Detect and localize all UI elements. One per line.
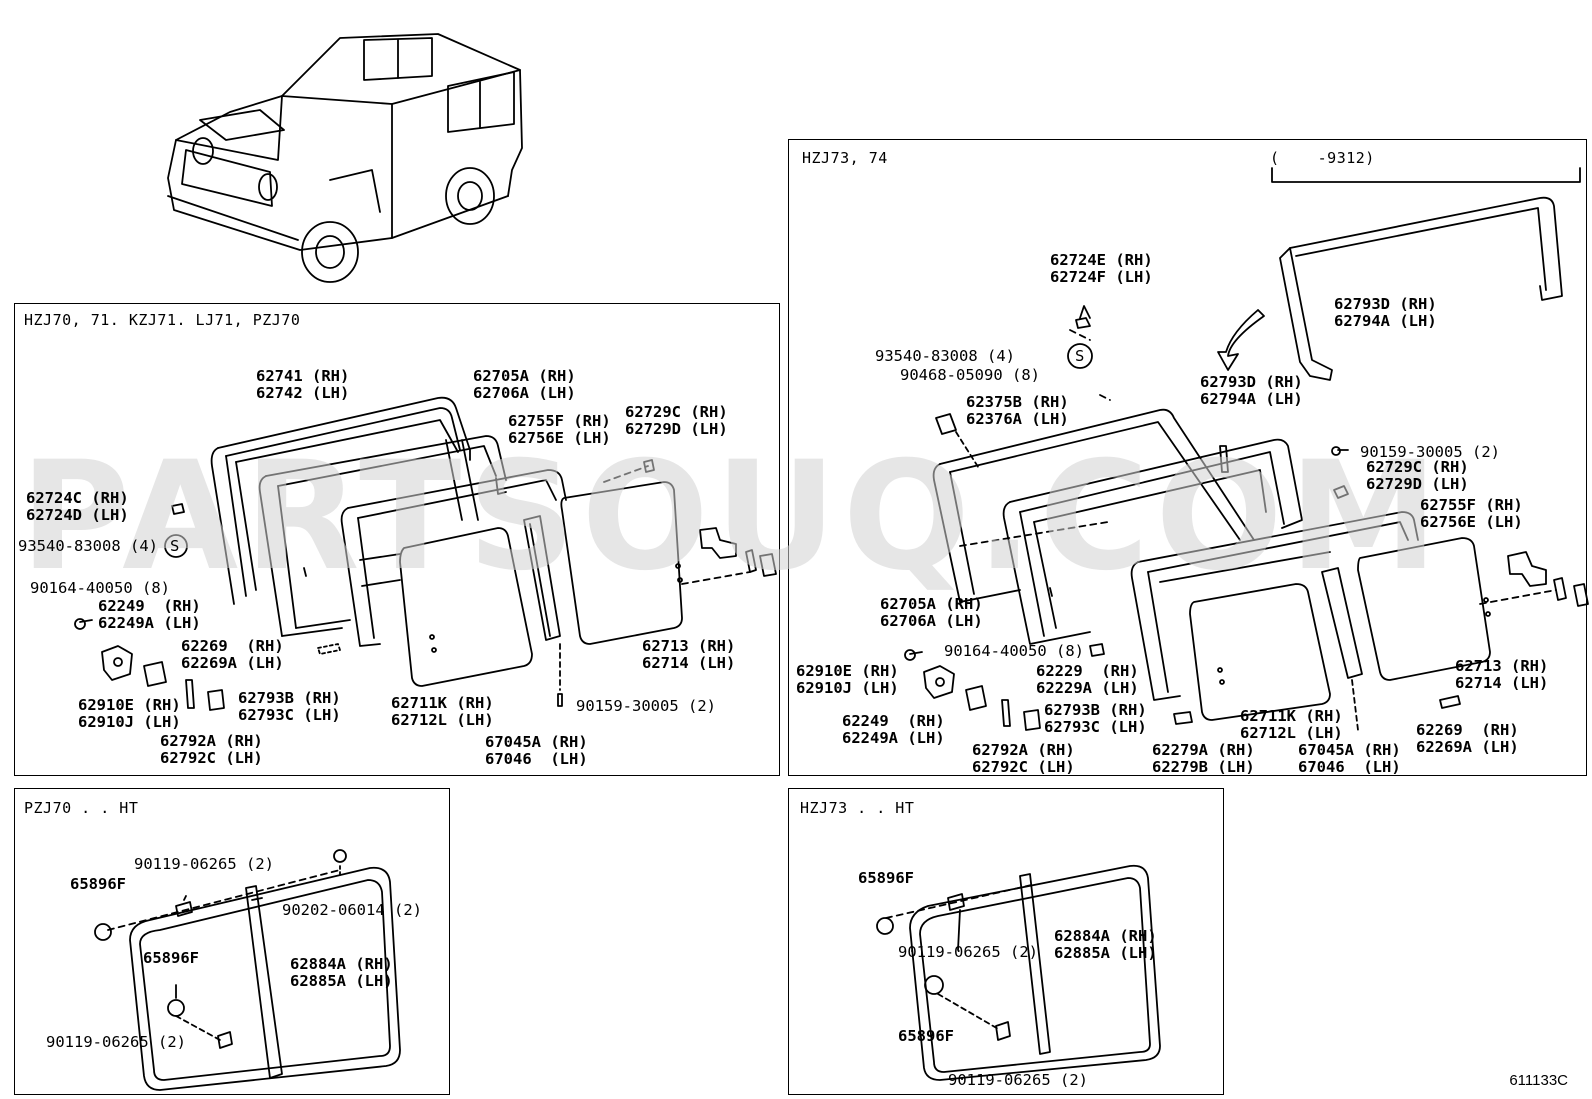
label-90159-30005-p2: 90159-30005 (2) [1360, 443, 1500, 461]
label-62269-p2: 62269 (RH)62269A (LH) [1416, 721, 1519, 756]
label-62793d-top: 62793D (RH)62794A (LH) [1334, 295, 1437, 330]
label-65896f-p4-top: 65896F [858, 869, 914, 887]
label-90468-05090: 90468-05090 (8) [900, 366, 1040, 384]
label-62910e-p2: 62910E (RH)62910J (LH) [796, 662, 899, 697]
label-62705a-p2: 62705A (RH)62706A (LH) [880, 595, 983, 630]
panel-hzj70 [14, 303, 780, 776]
label-62793b: 62793B (RH)62793C (LH) [238, 689, 341, 724]
panel-hzj70-title: HZJ70, 71. KZJ71. LJ71, PZJ70 [24, 311, 301, 329]
panel4-assembly [876, 864, 1161, 1081]
range-note: ( -9312) [1270, 149, 1375, 167]
panel-pzj70-ht [14, 788, 450, 1095]
watermark: PARTSOUQ.COM [20, 430, 1445, 604]
panel-pzj70-ht-title: PZJ70 . . HT [24, 799, 139, 817]
panel1-assembly [74, 396, 777, 711]
label-62724c: 62724C (RH)62724D (LH) [26, 489, 129, 524]
label-62729c: 62729C (RH)62729D (LH) [625, 403, 728, 438]
label-90119-06265-bottom: 90119-06265 (2) [46, 1033, 186, 1051]
label-90119-06265-p4-top: 90119-06265 (2) [898, 943, 1038, 961]
label-62269: 62269 (RH)62269A (LH) [181, 637, 284, 672]
label-93540-83008-p2: 93540-83008 (4) [875, 347, 1015, 365]
label-90119-06265-p4-bottom: 90119-06265 (2) [948, 1071, 1088, 1089]
panel-hzj73-title: HZJ73, 74 [802, 149, 888, 167]
label-62713: 62713 (RH)62714 (LH) [642, 637, 736, 672]
label-62229: 62229 (RH)62229A (LH) [1036, 662, 1139, 697]
label-62711k: 62711K (RH)62712L (LH) [391, 694, 494, 729]
panel2-assembly [904, 167, 1589, 731]
label-90164-40050-p2: 90164-40050 (8) [944, 642, 1084, 660]
panel-hzj73-ht-title: HZJ73 . . HT [800, 799, 915, 817]
panel-hzj73 [788, 139, 1587, 776]
label-62910e: 62910E (RH)62910J (LH) [78, 696, 181, 731]
panel3-assembly [94, 849, 401, 1091]
label-62884a-p4: 62884A (RH)62885A (LH) [1054, 927, 1157, 962]
label-65896f-p4-bottom: 65896F [898, 1027, 954, 1045]
symbol-s-left: S [170, 537, 180, 555]
label-62755f-p2: 62755F (RH)62756E (LH) [1420, 496, 1523, 531]
label-62729c-p2: 62729C (RH)62729D (LH) [1366, 458, 1469, 493]
label-62792a-p2: 62792A (RH)62792C (LH) [972, 741, 1075, 776]
label-62249: 62249 (RH)62249A (LH) [98, 597, 201, 632]
symbol-s-right: S [1075, 347, 1085, 365]
label-90159-30005-p1: 90159-30005 (2) [576, 697, 716, 715]
label-62279a: 62279A (RH)62279B (LH) [1152, 741, 1255, 776]
label-62741: 62741 (RH)62742 (LH) [256, 367, 350, 402]
label-62793b-p2: 62793B (RH)62793C (LH) [1044, 701, 1147, 736]
label-62724e: 62724E (RH)62724F (LH) [1050, 251, 1153, 286]
label-62711k-p2: 62711K (RH)62712L (LH) [1240, 707, 1343, 742]
label-67045a: 67045A (RH)67046 (LH) [485, 733, 588, 768]
label-67045a-p2: 67045A (RH)67046 (LH) [1298, 741, 1401, 776]
label-62713-p2: 62713 (RH)62714 (LH) [1455, 657, 1549, 692]
label-93540-83008: 93540-83008 (4) [18, 537, 158, 555]
label-62705a: 62705A (RH)62706A (LH) [473, 367, 576, 402]
label-65896f-p3-mid: 65896F [143, 949, 199, 967]
label-90202-06014: 90202-06014 (2) [282, 901, 422, 919]
label-62884a-p3: 62884A (RH)62885A (LH) [290, 955, 393, 990]
diagram-code: 611133C [1509, 1072, 1568, 1089]
label-90164-40050: 90164-40050 (8) [30, 579, 170, 597]
label-62793d-mid: 62793D (RH)62794A (LH) [1200, 373, 1303, 408]
vehicle-illustration [167, 33, 523, 283]
label-62755f: 62755F (RH)62756E (LH) [508, 412, 611, 447]
label-90119-06265-top: 90119-06265 (2) [134, 855, 274, 873]
label-62249-p2: 62249 (RH)62249A (LH) [842, 712, 945, 747]
label-65896f-p3-top: 65896F [70, 875, 126, 893]
label-62375b: 62375B (RH)62376A (LH) [966, 393, 1069, 428]
panel-hzj73-ht [788, 788, 1224, 1095]
label-62792a: 62792A (RH)62792C (LH) [160, 732, 263, 767]
